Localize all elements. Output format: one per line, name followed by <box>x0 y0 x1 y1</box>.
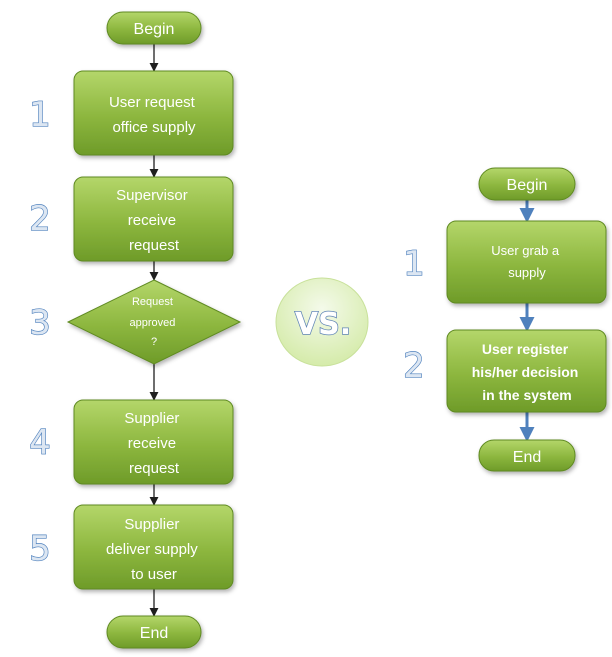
left-step4-node <box>73 399 234 485</box>
left-step4-line2: receive <box>128 435 176 452</box>
left-decision-line3: ? <box>151 336 157 348</box>
svg-text:User grab a supply: User grab a supply <box>491 243 563 280</box>
left-step-number-2: 2 <box>29 199 51 239</box>
right-step1-line1: User grab a <box>491 243 560 258</box>
right-step-number-2: 2 <box>403 346 425 386</box>
left-step1-line2: office supply <box>112 119 196 136</box>
left-step1-line1: User request <box>109 94 196 111</box>
svg-text:User request office supp: User request office supply <box>109 94 199 136</box>
right-step2-line3: in the system <box>482 387 571 403</box>
left-step5-line2: deliver supply <box>106 541 198 558</box>
left-begin-label: Begin <box>134 21 175 38</box>
svg-text:Supplier receive r: Supplier receive request <box>124 410 183 477</box>
left-step4-line3: request <box>129 460 180 477</box>
left-end-label: End <box>140 625 168 642</box>
left-step2-line2: receive <box>128 212 176 229</box>
left-step4-line1: Supplier <box>124 410 179 427</box>
svg-text:Request approved ?: Request approved ? <box>130 296 179 348</box>
svg-text:Supervisor receive: Supervisor receive request <box>116 187 192 254</box>
left-step-number-1: 1 <box>29 95 51 135</box>
left-step-number-4: 4 <box>29 423 51 463</box>
left-step2-line3: request <box>129 237 180 254</box>
left-step2-node <box>73 176 234 262</box>
left-step5-node <box>73 504 234 590</box>
left-step2-line1: Supervisor <box>116 187 188 204</box>
left-step1-node <box>73 70 234 156</box>
right-flow: Begin User grab a supply User register h… <box>403 167 607 472</box>
right-step1-node <box>446 220 607 304</box>
left-decision-line1: Request <box>132 296 173 308</box>
svg-text:User register his/her de: User register his/her decision in the sy… <box>472 341 582 403</box>
vs-label: VS. <box>295 307 351 342</box>
left-decision-line2: approved <box>130 317 176 329</box>
svg-text:Supplier deliver supply: Supplier deliver supply to user <box>106 516 202 583</box>
right-step2-node <box>446 329 607 413</box>
left-step-number-5: 5 <box>29 529 51 569</box>
left-step5-line3: to user <box>131 566 177 583</box>
right-step-number-1: 1 <box>403 244 425 284</box>
left-flow: Begin User request office supply Supervi… <box>29 11 242 649</box>
left-begin-node <box>106 11 202 45</box>
left-decision-node <box>66 279 242 365</box>
right-end-node <box>478 439 576 472</box>
right-step2-line2: his/her decision <box>472 364 579 380</box>
left-step5-line1: Supplier <box>124 516 179 533</box>
vs-circle <box>275 277 369 367</box>
vs-badge: VS. <box>275 277 369 367</box>
right-end-label: End <box>513 449 541 466</box>
left-step-number-3: 3 <box>29 303 51 343</box>
right-begin-node <box>478 167 576 201</box>
left-end-node <box>106 615 202 649</box>
right-step2-line1: User register <box>482 341 569 357</box>
right-begin-label: Begin <box>507 177 548 194</box>
right-step1-line2: supply <box>508 265 546 280</box>
